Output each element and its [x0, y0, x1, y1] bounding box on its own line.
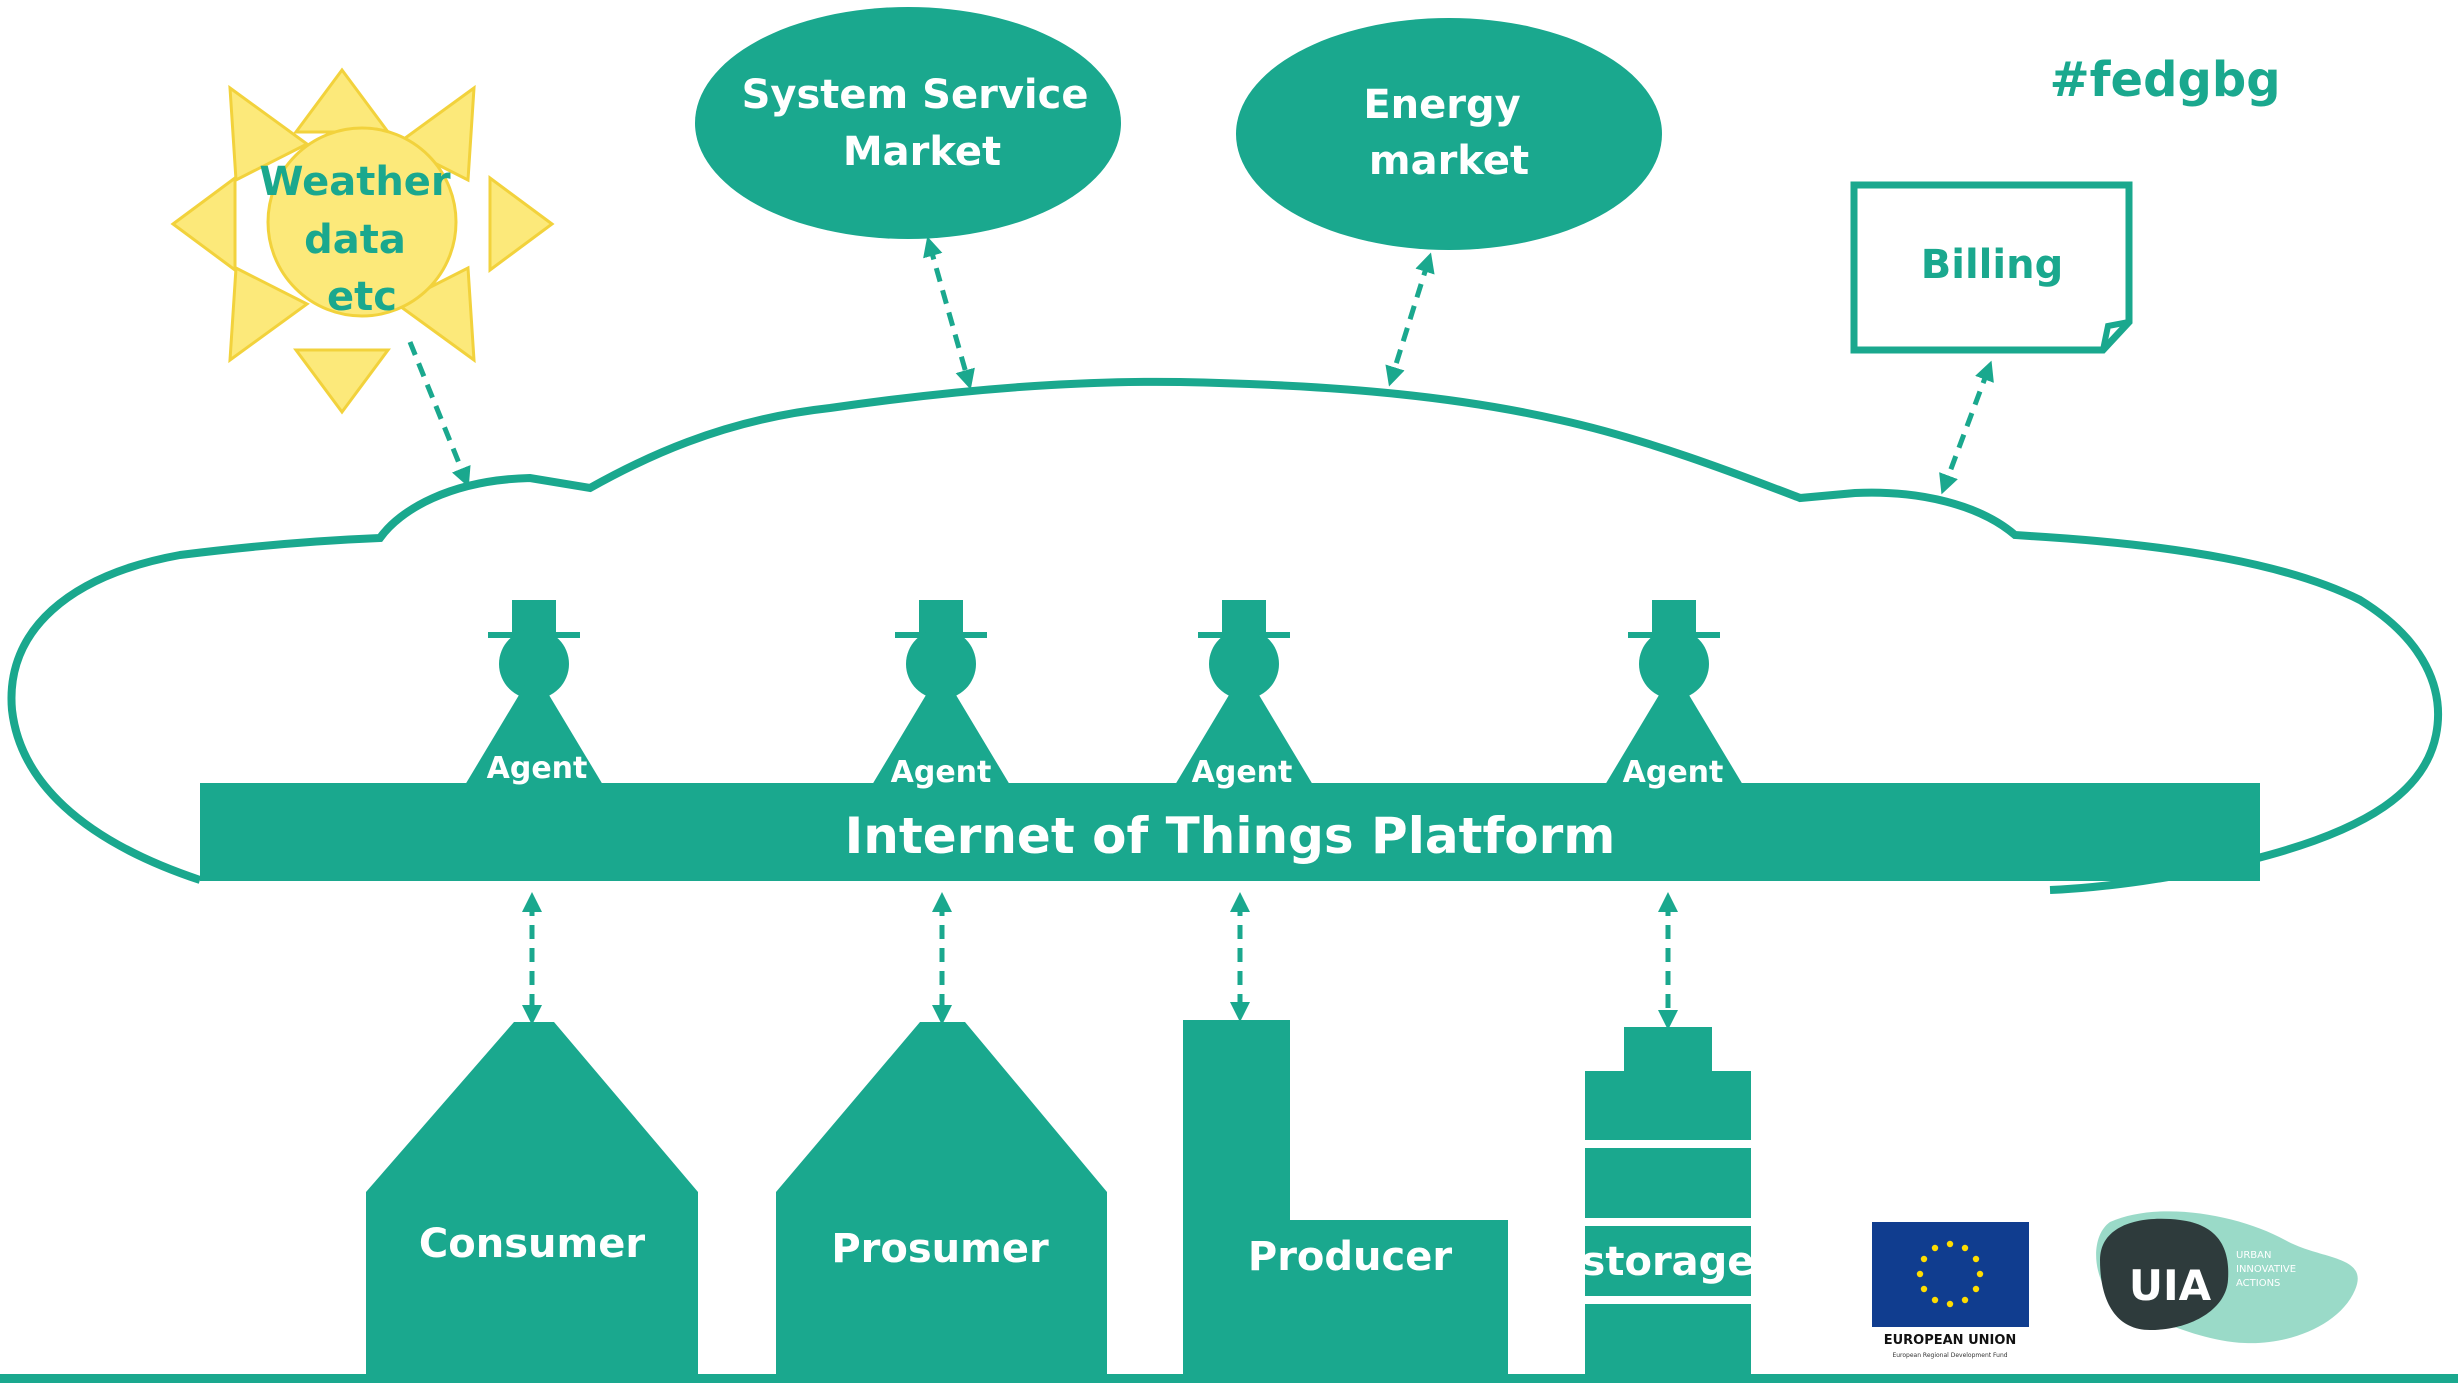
eu-stars-icon	[1916, 1240, 1984, 1308]
hashtag-label: #fedgbg	[2049, 52, 2280, 108]
uia-mark: UIA	[2129, 1261, 2212, 1310]
sun-rays-icon	[170, 67, 555, 415]
agent: Agent	[869, 600, 1013, 790]
billing-arrow	[1939, 360, 1994, 495]
storage-battery: storage	[1582, 1027, 1755, 1383]
system-service-market: System Service Market	[695, 7, 1121, 239]
agent: Agent	[462, 600, 606, 790]
eu-title: EUROPEAN UNION	[1884, 1333, 2017, 1348]
producer-building: Producer	[1183, 1020, 1508, 1383]
agent-label: Agent	[1623, 755, 1724, 790]
sun-core-icon	[266, 126, 458, 318]
prosumer-label: Prosumer	[831, 1226, 1049, 1272]
billing-label: Billing	[1921, 242, 2063, 288]
energy-arrow	[1385, 252, 1435, 387]
iot-platform: Internet of Things Platform	[200, 783, 2260, 881]
agent: Agent	[1172, 600, 1316, 790]
weather-arrow	[407, 341, 471, 488]
bottom-connectors	[522, 892, 1678, 1030]
ground-line	[0, 1374, 2458, 1383]
prosumer-building: Prosumer	[776, 1022, 1107, 1383]
system-service-arrow	[923, 236, 975, 390]
agent-label: Agent	[891, 755, 992, 790]
producer-label: Producer	[1248, 1234, 1452, 1280]
eu-subtitle: European Regional Development Fund	[1892, 1352, 2007, 1359]
consumer-label: Consumer	[419, 1221, 645, 1267]
storage-label: storage	[1582, 1239, 1755, 1285]
weather-line: Weather	[259, 159, 451, 205]
consumer-building: Consumer	[366, 1022, 698, 1383]
cloud-outline	[7, 377, 2443, 894]
eu-logo: EUROPEAN UNION European Regional Develop…	[1872, 1222, 2029, 1359]
energy-market-label: Energy market	[1363, 82, 1534, 184]
uia-words: URBAN INNOVATIVE ACTIONS	[2236, 1250, 2299, 1289]
uia-logo: UIA URBAN INNOVATIVE ACTIONS	[2096, 1211, 2358, 1344]
top-connectors	[407, 236, 1994, 495]
billing-document: Billing	[1850, 181, 2133, 354]
weather-label: Weather data etc	[259, 159, 464, 320]
energy-market: Energy market	[1236, 18, 1662, 250]
agent-label: Agent	[1192, 755, 1293, 790]
system-service-market-label: System Service Market	[742, 72, 1103, 175]
agent-label: Agent	[487, 751, 588, 786]
platform-label: Internet of Things Platform	[845, 807, 1616, 865]
weather-sun: Weather data etc	[170, 67, 555, 415]
agent: Agent	[1602, 600, 1746, 790]
weather-line: data	[304, 217, 406, 263]
weather-line: etc	[327, 274, 397, 320]
